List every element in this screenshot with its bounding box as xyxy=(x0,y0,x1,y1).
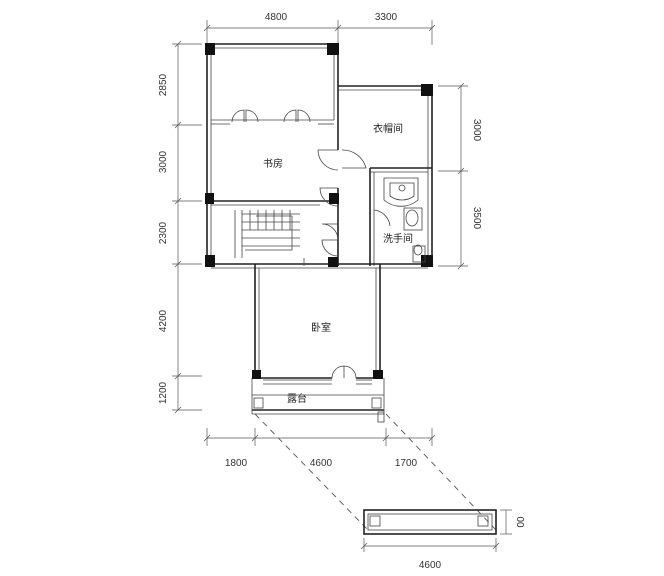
dim-left-3: 2300 xyxy=(158,221,169,244)
label-study: 书房 xyxy=(263,157,283,170)
terrace-details xyxy=(253,379,385,423)
columns xyxy=(205,43,433,379)
dim-top-2: 3300 xyxy=(375,12,398,23)
dim-left-1: 2850 xyxy=(158,73,169,96)
dim-bottom-2: 4600 xyxy=(310,458,333,469)
dim-detail-width: 4600 xyxy=(419,560,442,571)
label-terrace: 露台 xyxy=(287,392,307,405)
projection-lines xyxy=(254,413,497,531)
dim-left-5: 1200 xyxy=(158,381,169,404)
dim-right-1: 3000 xyxy=(471,119,482,142)
dim-bottom-3: 1700 xyxy=(395,458,418,469)
dim-right-2: 3500 xyxy=(471,207,482,230)
label-washroom: 洗手间 xyxy=(383,232,413,245)
doors xyxy=(303,149,391,379)
stairs xyxy=(234,210,300,258)
right-dimension: 3000 3500 xyxy=(438,82,482,270)
bottom-dimension: 1800 4600 1700 xyxy=(203,428,436,469)
study-wardrobe-doors xyxy=(231,109,311,123)
left-dimension: 2850 3000 2300 4200 1200 xyxy=(158,40,202,414)
walls xyxy=(206,43,433,415)
dim-bottom-1: 1800 xyxy=(225,458,248,469)
dim-detail-depth: 00 xyxy=(514,516,525,528)
dim-top-1: 4800 xyxy=(265,12,288,23)
label-bedroom: 卧室 xyxy=(311,321,331,334)
dim-left-2: 3000 xyxy=(158,150,169,173)
dim-left-4: 4200 xyxy=(158,309,169,332)
top-dimension: 4800 3300 xyxy=(203,12,436,45)
washroom-fixtures xyxy=(383,177,426,263)
label-cloakroom: 衣帽间 xyxy=(373,122,403,135)
terrace-detail: 4600 00 xyxy=(360,509,525,571)
